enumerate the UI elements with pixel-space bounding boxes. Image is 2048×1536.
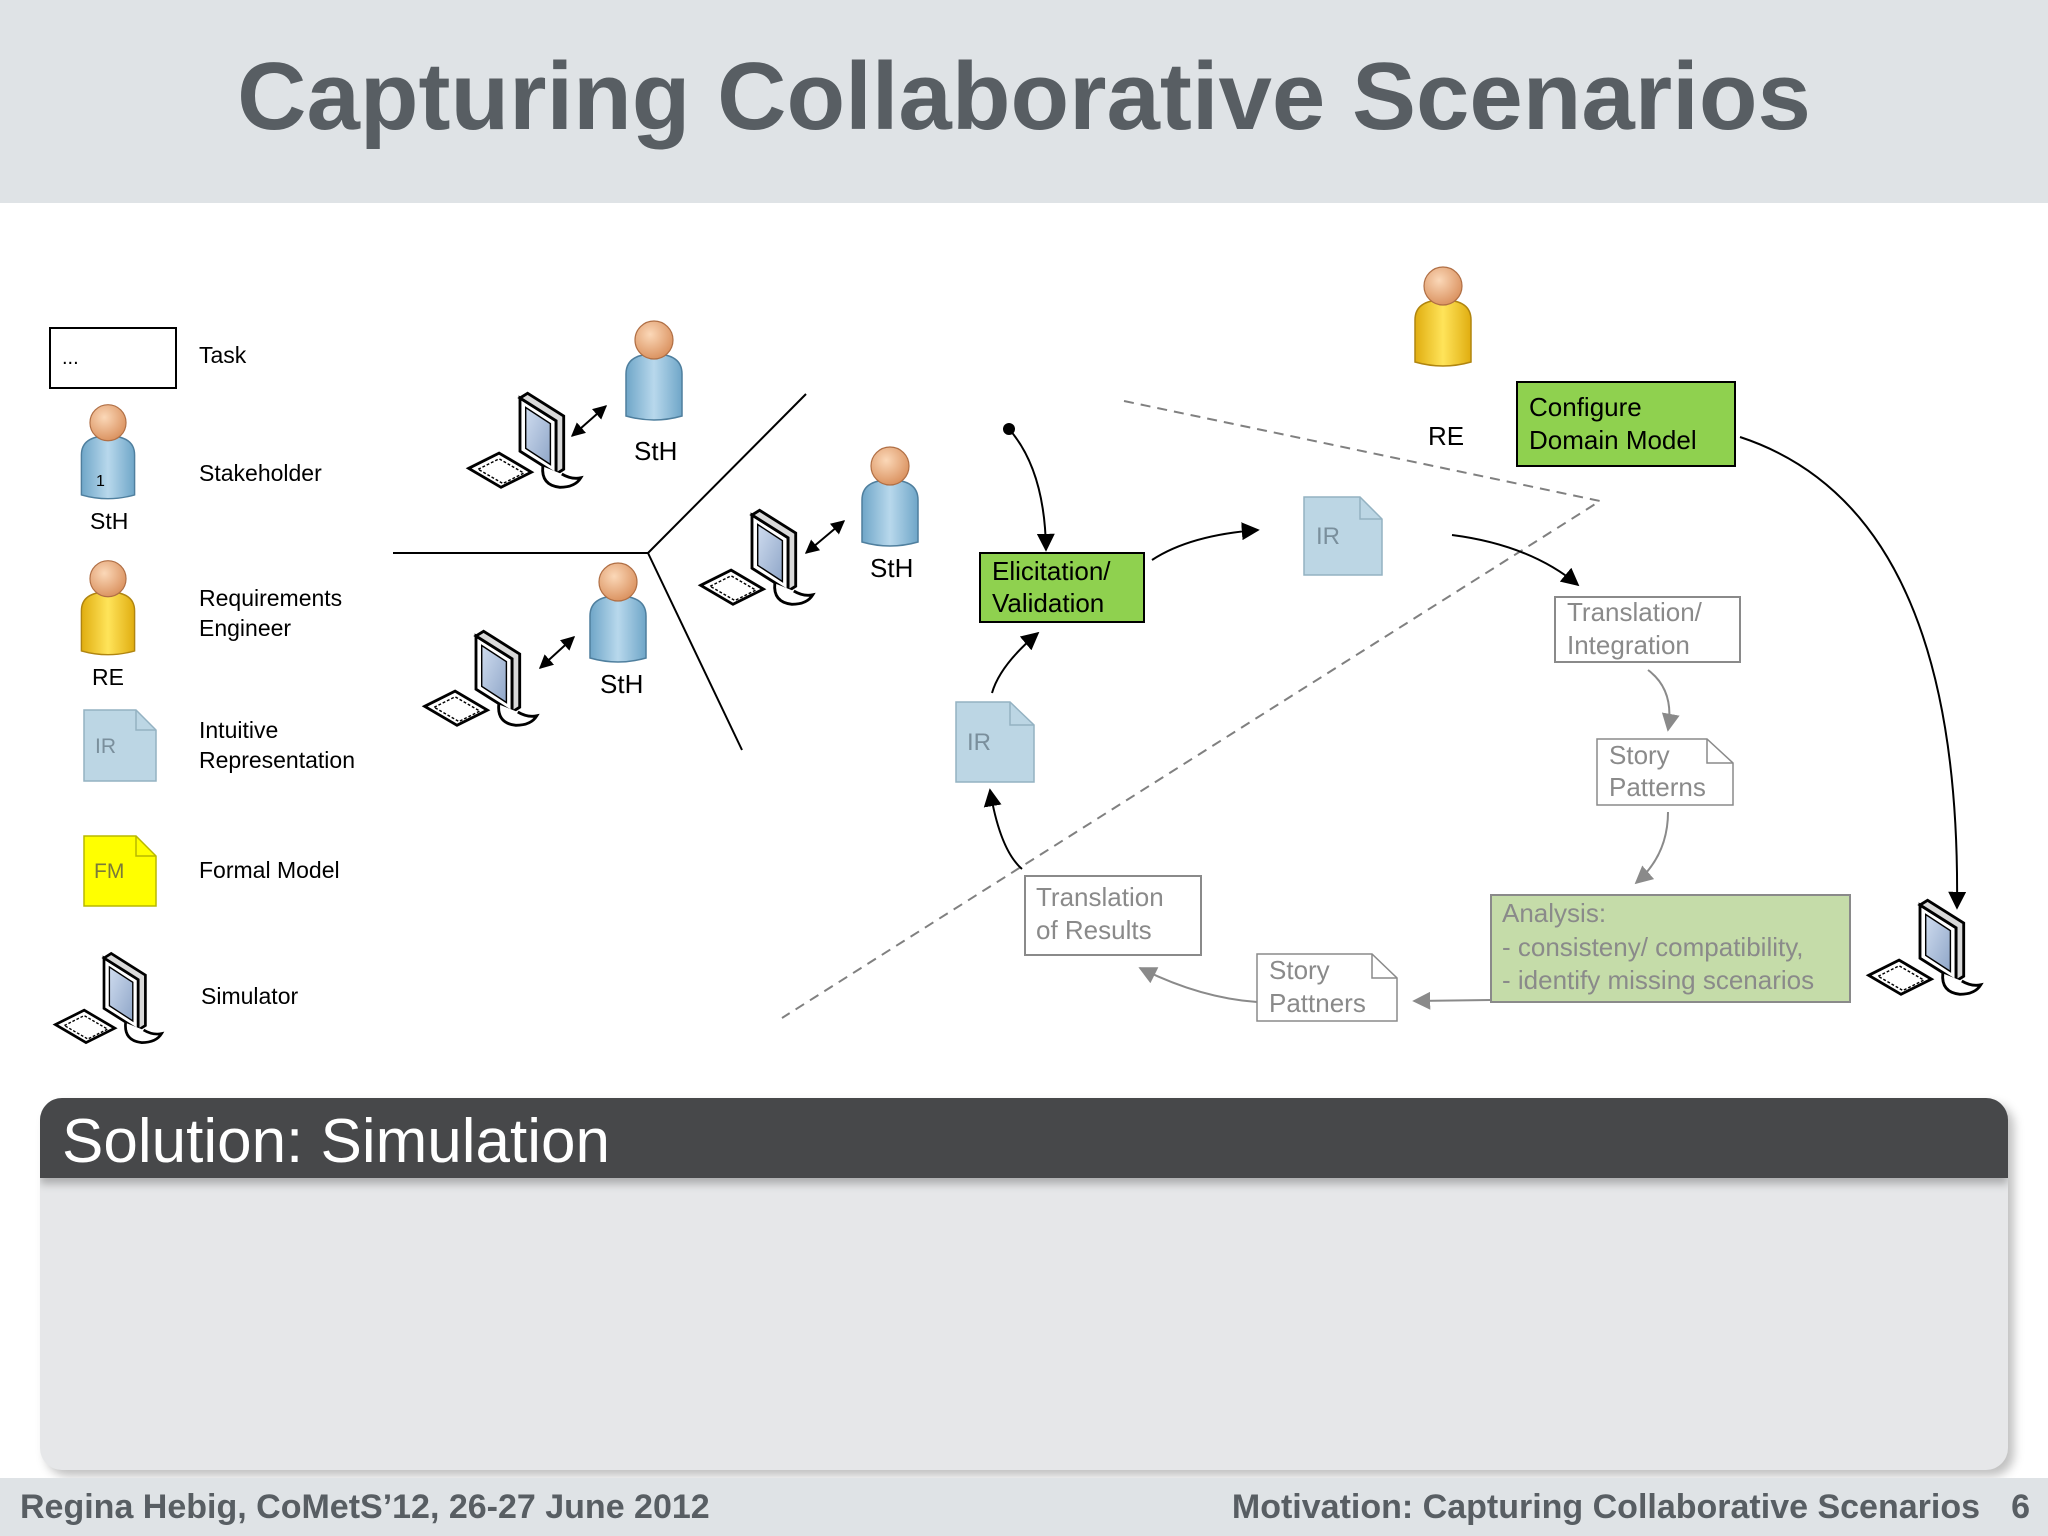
translation-results-line1: Translation bbox=[1036, 882, 1164, 912]
legend-fm-abbr: FM bbox=[94, 860, 124, 883]
legend-simulator-label: Simulator bbox=[201, 983, 298, 1009]
legend-re-abbr: RE bbox=[92, 664, 124, 690]
legend-stakeholder-icon bbox=[80, 403, 136, 500]
diagram-svg: ... Task 1 Stakeholder StH Requirements … bbox=[49, 266, 1983, 1044]
ir-left-label: IR bbox=[967, 729, 991, 756]
stakeholder-icon-2 bbox=[861, 446, 919, 547]
legend-task-label: Task bbox=[199, 342, 247, 368]
legend-requirements-engineer-icon bbox=[80, 559, 136, 656]
story-patterns-line2: Patterns bbox=[1609, 772, 1706, 802]
legend-stakeholder-label: Stakeholder bbox=[199, 460, 322, 486]
legend-ir-label-line2: Representation bbox=[199, 747, 355, 773]
analysis-line1: Analysis: bbox=[1502, 898, 1606, 928]
story-pattners-line1: Story bbox=[1269, 955, 1330, 985]
legend-ir-label-line1: Intuitive bbox=[199, 717, 278, 743]
title-bar: Capturing Collaborative Scenarios bbox=[0, 0, 2048, 203]
solution-body bbox=[40, 1178, 2008, 1470]
footer-section: Motivation: Capturing Collaborative Scen… bbox=[1231, 1488, 1980, 1526]
legend-simulator-icon bbox=[54, 952, 163, 1044]
legend-re-label-line1: Requirements bbox=[199, 585, 342, 611]
translation-of-results-task bbox=[1024, 875, 1202, 956]
stakeholder-label-2: StH bbox=[870, 553, 913, 583]
footer: Regina Hebig, CoMetS’12, 26-27 June 2012… bbox=[0, 1478, 2048, 1536]
legend-task-box bbox=[49, 327, 177, 389]
solution-title: Solution: Simulation bbox=[62, 1107, 610, 1176]
analysis-line3: - identify missing scenarios bbox=[1502, 965, 1814, 995]
legend-ir-icon bbox=[83, 709, 157, 782]
simulator-icon-1 bbox=[467, 391, 583, 489]
simulator-icon-4 bbox=[1867, 898, 1983, 996]
elicitation-validation-task bbox=[979, 552, 1145, 623]
solution-box: Solution: Simulation bbox=[40, 1098, 2008, 1470]
translation-results-line2: of Results bbox=[1036, 915, 1152, 945]
configure-domain-model-task bbox=[1516, 381, 1736, 467]
legend-fm-label: Formal Model bbox=[199, 857, 340, 883]
re-label: RE bbox=[1428, 421, 1464, 451]
legend-stakeholder-badge: 1 bbox=[96, 473, 105, 490]
solution-header: Solution: Simulation bbox=[40, 1098, 2008, 1178]
simulator-icon-3 bbox=[423, 629, 539, 727]
story-patterns-document bbox=[1596, 738, 1734, 806]
translation-integration-task bbox=[1554, 596, 1741, 663]
stakeholder-icon-3 bbox=[589, 562, 647, 663]
stakeholder-label-3: StH bbox=[600, 669, 643, 699]
translation-integration-line1: Translation/ bbox=[1567, 597, 1703, 627]
story-pattners-document bbox=[1256, 953, 1398, 1022]
analysis-line2: - consisteny/ compatibility, bbox=[1502, 932, 1804, 962]
legend-re-label-line2: Engineer bbox=[199, 615, 291, 641]
legend-fm-icon bbox=[83, 835, 157, 907]
story-pattners-line2: Pattners bbox=[1269, 988, 1366, 1018]
diagram-area: ... Task 1 Stakeholder StH Requirements … bbox=[0, 203, 2048, 1093]
footer-author: Regina Hebig, CoMetS’12, 26-27 June 2012 bbox=[20, 1488, 710, 1526]
ir-document-left bbox=[955, 701, 1035, 783]
analysis-task bbox=[1490, 894, 1851, 1003]
story-patterns-line1: Story bbox=[1609, 740, 1670, 770]
elicitation-line1: Elicitation/ bbox=[992, 556, 1111, 586]
translation-integration-line2: Integration bbox=[1567, 630, 1690, 660]
elicitation-line2: Validation bbox=[992, 588, 1104, 618]
slide-title: Capturing Collaborative Scenarios bbox=[237, 43, 1811, 150]
page-number: 6 bbox=[2011, 1488, 2030, 1526]
ir-top-label: IR bbox=[1316, 523, 1340, 550]
requirements-engineer-icon bbox=[1414, 266, 1472, 367]
configure-line1: Configure bbox=[1529, 392, 1642, 422]
stakeholder-icon-1 bbox=[625, 320, 683, 421]
ir-document-top bbox=[1303, 496, 1383, 576]
legend-stakeholder-abbr: StH bbox=[90, 508, 128, 534]
configure-line2: Domain Model bbox=[1529, 425, 1697, 455]
legend-ir-abbr: IR bbox=[95, 735, 116, 758]
simulator-icon-2 bbox=[699, 508, 815, 606]
legend-task-box-text: ... bbox=[62, 347, 79, 369]
stakeholder-label-1: StH bbox=[634, 436, 677, 466]
